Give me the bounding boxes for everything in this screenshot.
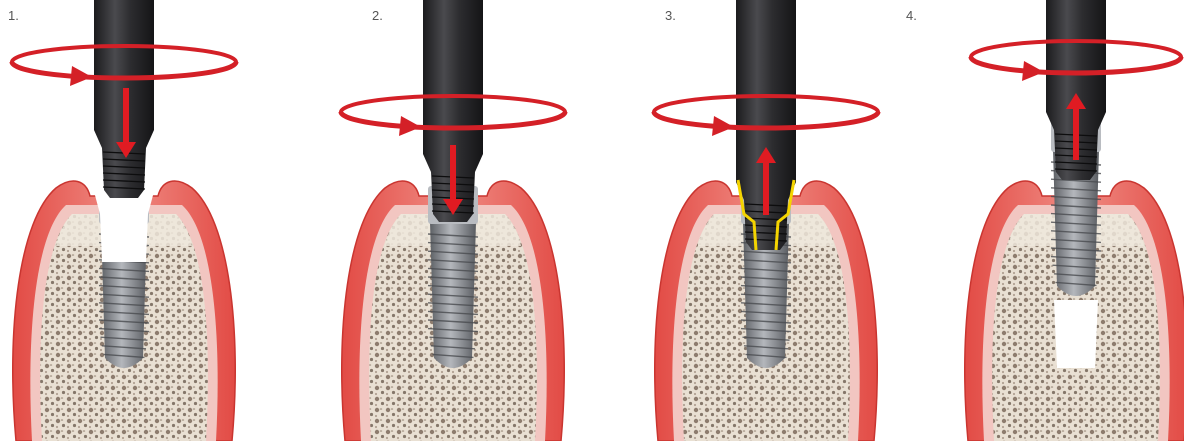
- step-panel-3: [654, 0, 878, 441]
- step-label-3: 3.: [665, 8, 676, 24]
- step-label-2: 2.: [372, 8, 383, 24]
- step-panel-1: [12, 0, 236, 441]
- implant: [428, 222, 478, 368]
- rotation-arrowhead: [712, 116, 734, 136]
- step-panel-4: [965, 0, 1184, 441]
- step-label-1: 1.: [8, 8, 19, 24]
- rotation-arrowhead: [1022, 61, 1044, 81]
- empty-socket: [1054, 300, 1098, 368]
- step-panel-2: [341, 0, 565, 441]
- step-label-4: 4.: [906, 8, 917, 24]
- rotation-arrowhead: [399, 116, 421, 136]
- rotation-arrowhead: [70, 66, 92, 86]
